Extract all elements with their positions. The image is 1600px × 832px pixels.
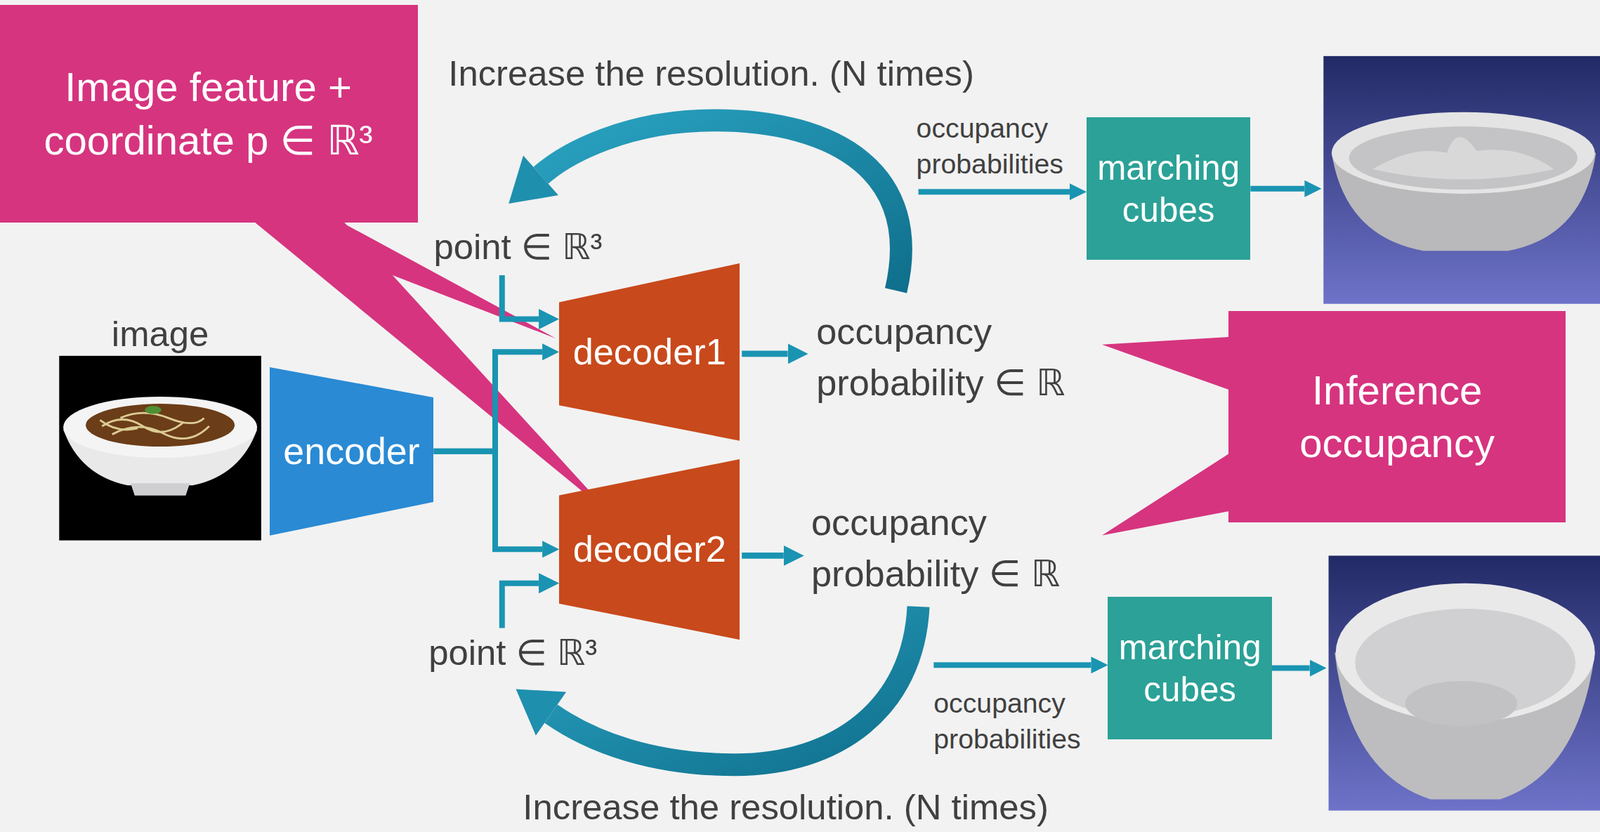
callout-box: Inference occupancy — [1228, 311, 1566, 523]
render-result — [1323, 56, 1600, 305]
annotation-label: occupancy probability ∈ ℝ — [816, 306, 1123, 409]
node-text: marching cubes — [1092, 146, 1245, 231]
node-text: encoder — [283, 429, 420, 474]
loop-arrow-head — [516, 689, 567, 737]
node-text: decoder1 — [573, 330, 727, 373]
callout-pointer — [1102, 448, 1237, 536]
node-text: decoder2 — [573, 528, 727, 571]
render-result — [1328, 555, 1600, 811]
loop-arrow-head — [508, 155, 559, 204]
node-text: image — [111, 313, 209, 355]
flow-arrow — [918, 188, 1070, 195]
annotation-label: occupancy probabilities — [933, 685, 1112, 758]
decoder-block-outline — [559, 263, 740, 442]
process-box: marching cubes — [1086, 117, 1251, 260]
decoder-block-outline — [559, 459, 740, 640]
callout-box: Image feature + coordinate p ∈ ℝ³ — [0, 4, 418, 222]
callout-pointer — [1102, 336, 1237, 393]
decoder-block: decoder1 — [559, 263, 740, 442]
flow-connector — [433, 351, 543, 452]
output-arrow — [741, 351, 788, 358]
input-image: image — [58, 313, 262, 541]
annotation-label: point ∈ ℝ³ — [428, 632, 598, 674]
encoder-block: encoder — [269, 367, 435, 536]
node-text: marching cubes — [1113, 626, 1266, 711]
input-photo — [58, 356, 262, 541]
annotation-label: occupancy probability ∈ ℝ — [811, 497, 1118, 600]
annotation-label: Increase the resolution. (N times) — [522, 788, 1049, 828]
input-arrow — [502, 583, 539, 629]
annotation-label: Increase the resolution. (N times) — [448, 53, 975, 95]
flow-connector — [433, 451, 543, 550]
annotation-label: point ∈ ℝ³ — [433, 226, 602, 268]
process-box: marching cubes — [1107, 597, 1272, 740]
flow-arrow — [933, 662, 1091, 668]
node-text: Inference occupancy — [1238, 363, 1556, 470]
annotation-label: occupancy probabilities — [916, 110, 1095, 182]
flow-arrow — [1271, 665, 1310, 672]
decoder-block: decoder2 — [559, 459, 740, 640]
encoder-block-outline — [269, 367, 435, 536]
flow-arrow — [1250, 186, 1305, 192]
output-arrow — [741, 552, 784, 560]
node-text: Image feature + coordinate p ∈ ℝ³ — [9, 60, 409, 167]
input-arrow — [502, 275, 539, 319]
